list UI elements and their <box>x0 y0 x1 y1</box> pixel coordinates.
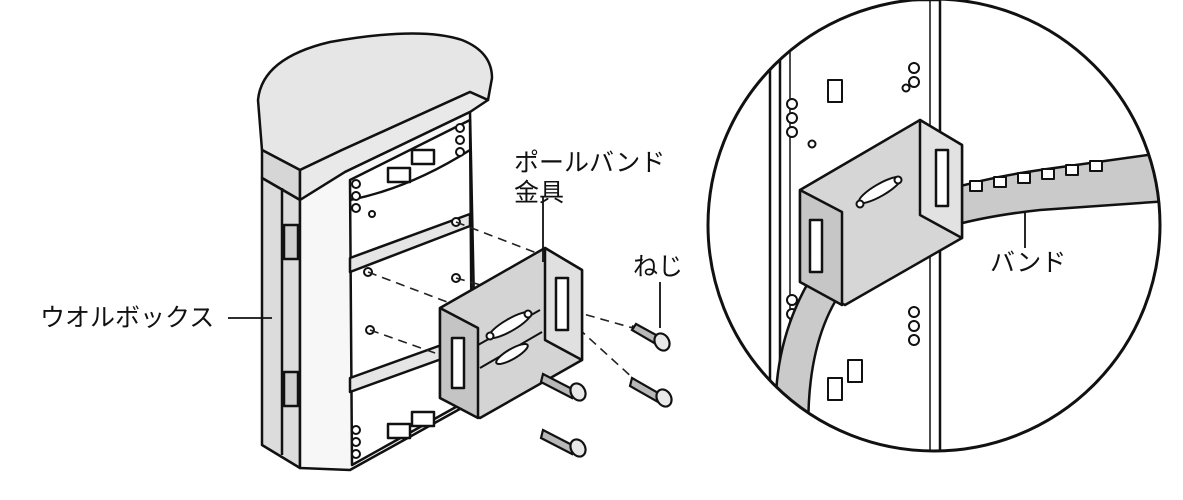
screw-3 <box>628 376 673 408</box>
screw-set <box>539 322 673 458</box>
screw-4 <box>539 428 587 458</box>
screw-2 <box>539 372 587 402</box>
band-label: バンド <box>990 248 1067 277</box>
pole-band-bracket-label: ポールバンド 金具 <box>514 148 665 208</box>
pole-band-bracket-label-line2: 金具 <box>514 178 565 207</box>
detail-circle-border <box>706 0 1162 453</box>
screw-1 <box>630 322 671 352</box>
leader-lines <box>228 196 1026 328</box>
pole-band-bracket-label-line1: ポールバンド <box>514 148 666 177</box>
screw-label: ねじ <box>633 252 684 281</box>
detail-view <box>706 0 1162 453</box>
wall-box-label: ウオルボックス <box>40 303 215 332</box>
